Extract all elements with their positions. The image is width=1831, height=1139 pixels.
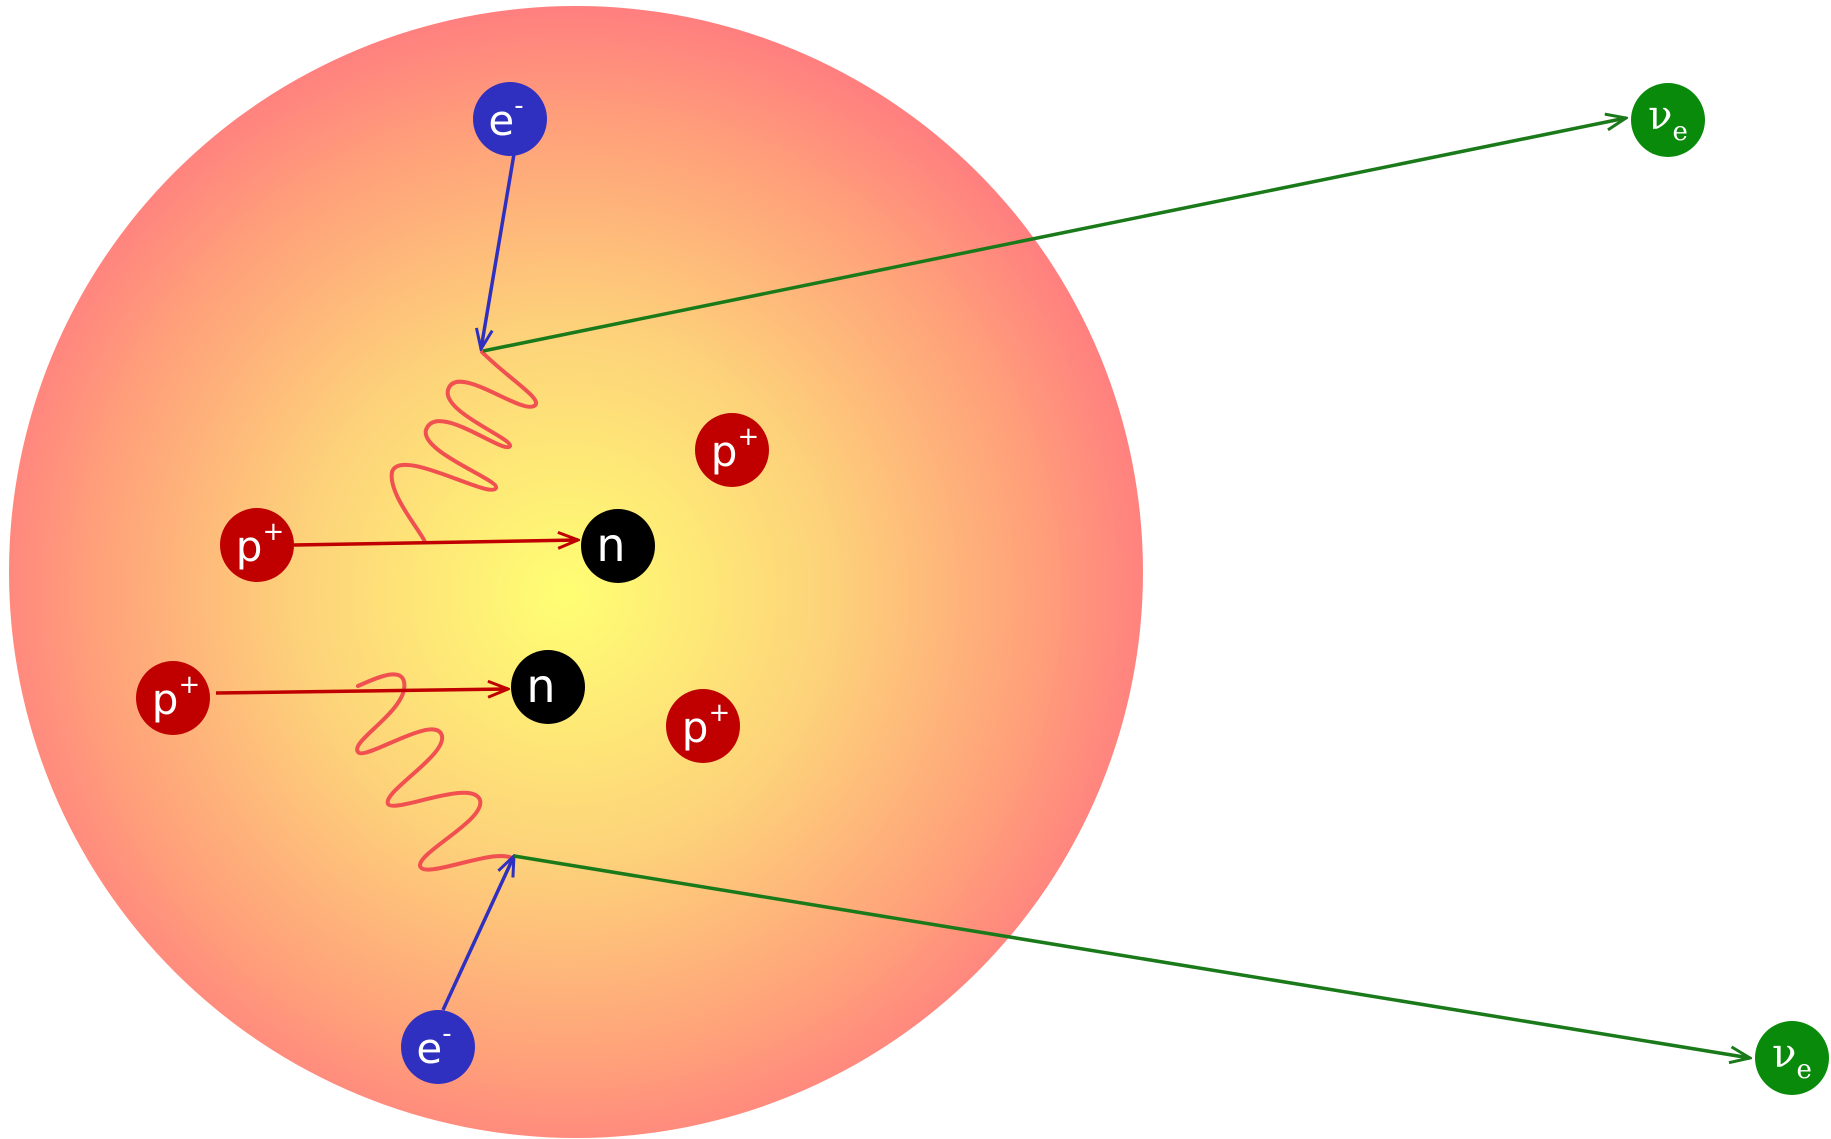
nucleus-sphere (9, 6, 1143, 1138)
neutrino-symbol: ν (1772, 1031, 1796, 1077)
proton-charge: + (262, 517, 284, 547)
proton-right-lower: p+ (666, 689, 740, 763)
proton-right-upper: p+ (695, 413, 769, 487)
proton-charge: + (737, 422, 759, 452)
neutron-symbol: n (526, 659, 555, 713)
neutrino-flavor: e (1672, 117, 1687, 147)
neutrino-upper: νe (1631, 83, 1705, 157)
proton-charge: + (708, 698, 730, 728)
electron-charge: - (442, 1019, 451, 1049)
proton-symbol: p (236, 522, 263, 571)
neutrino-symbol: ν (1648, 93, 1672, 139)
proton-left-lower: p+ (136, 661, 210, 735)
electron-upper: e- (473, 82, 547, 156)
proton-symbol: p (152, 675, 179, 724)
neutron-upper: n (581, 509, 655, 583)
electron-charge: - (514, 91, 523, 121)
neutron-lower: n (511, 650, 585, 724)
proton-symbol: p (682, 703, 709, 752)
proton-symbol: p (711, 427, 738, 476)
proton-charge: + (178, 670, 200, 700)
electron-lower: e- (401, 1010, 475, 1084)
neutrino-lower: νe (1755, 1021, 1829, 1095)
neutron-symbol: n (596, 518, 625, 572)
electron-symbol: e (488, 96, 514, 145)
electron-symbol: e (416, 1024, 442, 1073)
neutrino-flavor: e (1796, 1055, 1811, 1085)
proton-left-upper: p+ (220, 508, 294, 582)
